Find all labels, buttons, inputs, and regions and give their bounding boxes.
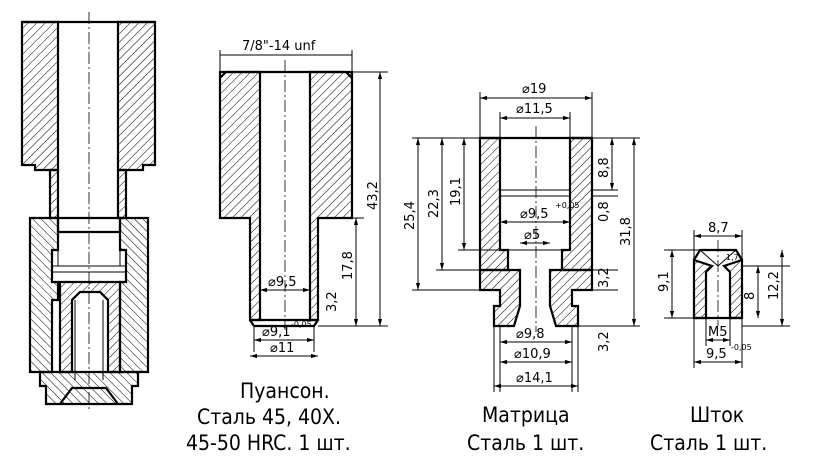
die-total-dia: ⌀14,1 [516, 371, 553, 386]
punch-step: 3,2 [325, 291, 340, 312]
rod-caption-1: Шток [690, 403, 744, 427]
rod-body-dia: 9,5 [706, 347, 727, 362]
rod-body-tolerance: -0,05 [731, 343, 752, 352]
die-flange-dia: ⌀10,9 [514, 347, 551, 362]
rod-height-12-2: 12,2 [767, 271, 782, 300]
rod-height-9-1: 9,1 [657, 271, 672, 292]
punch-outer-dia: ⌀11 [270, 341, 294, 356]
die-bore-dia: ⌀11,5 [516, 102, 553, 117]
die-height-0-8: 0,8 [597, 201, 612, 222]
die-hole-dia: ⌀5 [524, 228, 540, 243]
punch-thread-label: 7/8"-14 unf [242, 39, 316, 54]
punch-inner-dia: ⌀9,5 [268, 275, 297, 290]
die-height-31-8: 31,8 [619, 217, 634, 246]
punch-caption-3: 45-50 HRC. 1 шт. [186, 431, 351, 455]
die-height-8-8: 8,8 [597, 157, 612, 178]
punch-height-lower: 17,8 [341, 251, 356, 280]
rod-chamfer: 1,7 [726, 253, 739, 262]
assembly-section-view [20, 12, 157, 410]
die-outer-dia: ⌀19 [522, 82, 546, 97]
rod-thread: М5 [708, 325, 728, 340]
die-caption-1: Матрица [482, 403, 570, 427]
die-height-3-2-a: 3,2 [597, 267, 612, 288]
die-height-25-4: 25,4 [403, 201, 418, 230]
rod-height-8: 8 [743, 292, 758, 300]
punch-caption-1: Пуансон. [240, 379, 330, 403]
die-height-22-3: 22,3 [427, 189, 442, 218]
punch-height-total: 43,2 [366, 181, 381, 210]
punch-caption-2: Сталь 45, 40Х. [197, 405, 341, 429]
die-height-3-2-b: 3,2 [597, 331, 612, 352]
die-base-dia: ⌀9,8 [516, 327, 545, 342]
die-caption-2: Сталь 1 шт. [467, 431, 584, 455]
die-height-19-1: 19,1 [449, 177, 464, 206]
die-pocket-dia: ⌀9,5 [520, 207, 549, 222]
die-pocket-tolerance: +0,05 [555, 201, 580, 210]
rod-caption-2: Сталь 1 шт. [650, 431, 767, 455]
punch-tip-dia: ⌀9,1 [262, 325, 291, 340]
rod-section-view: 8,7 1,7 9,1 8 12,2 М5 9,5 -0,05 Шток Ста… [650, 221, 790, 455]
punch-tip-tolerance: -0,05 [291, 320, 312, 329]
rod-top-dia: 8,7 [708, 221, 729, 236]
punch-section-view: 7/8"-14 unf 43,2 17,8 3,2 ⌀9,5 ⌀9,1 -0,0… [186, 39, 388, 455]
die-section-view: ⌀19 ⌀11,5 ⌀9,5 +0,05 ⌀5 ⌀9,8 ⌀10,9 ⌀14,1… [403, 82, 640, 455]
